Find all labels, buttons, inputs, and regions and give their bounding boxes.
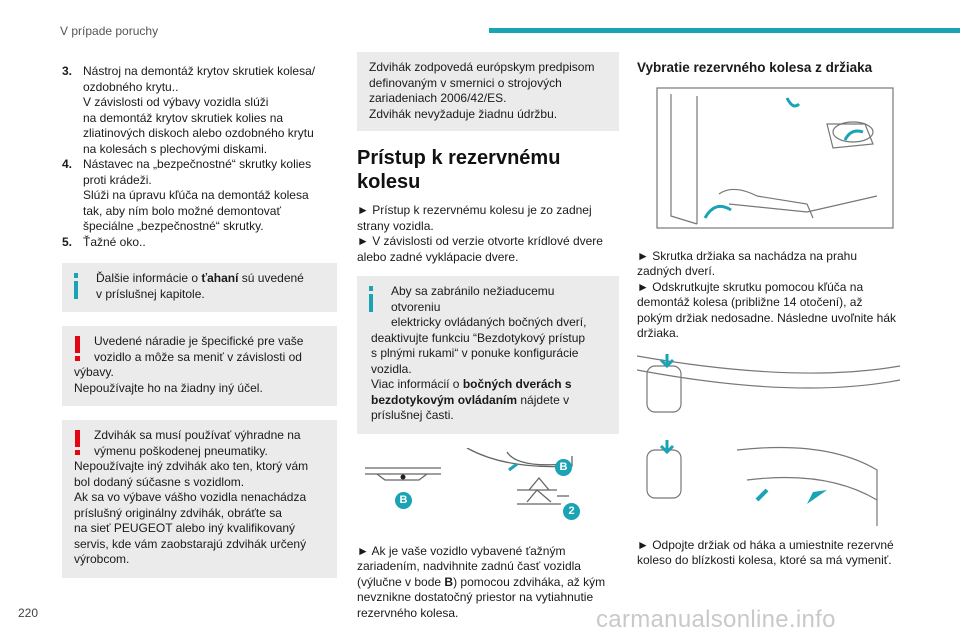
warning-box: Uvedené náradie je špecifické pre vaše v… [62,326,337,406]
para-line: ► Odskrutkujte skrutku pomocou kľúča na [637,279,864,294]
list-item: 3. Nástroj na demontáž krytov skrutiek k… [62,64,337,157]
info-box: Aby sa zabránilo nežiaducemu otvoreniu e… [357,276,619,434]
watermark: carmanualsonline.info [596,606,836,633]
jack-drawing [365,446,573,505]
info-text: Ďalšie informácie o [96,271,202,285]
para-text: ) pomocou zdviháka, až kým [453,574,606,589]
spare-wheel-illustration [637,84,900,236]
list-item: 4. Nástavec na „bezpečnostné“ skrutky ko… [62,157,337,235]
para-line: ► V závislosti od verzie otvorte krídlov… [357,234,603,248]
list-item: 5. Ťažné oko.. [62,235,337,251]
paragraph: ► Odpojte držiak od háka a umiestnite re… [637,538,900,569]
note-text: zariadeniach 2006/42/ES. [369,91,507,105]
paragraph: ► Skrutka držiaka sa nachádza na prahu z… [637,249,900,342]
column-1: 3. Nástroj na demontáž krytov skrutiek k… [62,64,337,578]
info-text: elektricky ovládaných bočných dverí, [391,315,587,329]
section-heading: Prístup k rezervnému kolesu [357,147,561,193]
para-line: rezervného kolesa. [357,605,459,620]
warning-text: Uvedené náradie je špecifické pre vaše [94,334,304,348]
para-line: držiaka. [637,326,680,340]
para-line: alebo zadné vyklápacie dvere. [357,249,519,264]
para-line: zariadením, nadvihnite zadnú časť vozidl… [357,559,581,573]
warning-text: servis, kde vám zaobstarajú zdvihák urče… [74,536,307,551]
info-text: Viac informácií o [371,377,463,391]
paragraph: ► Prístup k rezervnému kolesu je zo zadn… [357,203,619,265]
list-line: na kolesách s plechovými diskami. [83,141,268,156]
column-2: Zdvihák zodpovedá európskym predpisom de… [357,52,619,621]
info-bold: bočných dverách s [462,377,572,391]
list-line: zliatinových diskoch alebo ozdobného kry… [83,126,314,140]
warning-text: výbavy. [74,365,114,379]
para-line: pokým držiak nedosadne. Následne uvoľnit… [637,310,896,325]
warning-text: Nepoužívajte iný zdvihák ako ten, ktorý … [74,459,309,473]
info-text: sú uvedené [238,271,304,285]
warning-text: výmenu poškodenej pneumatiky. [94,443,268,458]
column-3: Vybratie rezervného kolesa z držiaka ► S… [636,60,901,569]
list-number: 5. [62,234,73,249]
list-line: Slúži na úpravu kľúča na demontáž kolesa [83,188,309,202]
info-bold: bezdotykovým ovládaním [371,392,518,407]
info-text: v príslušnej kapitole. [96,286,205,301]
page-number: 220 [18,606,39,620]
list-number: 3. [62,64,73,78]
point-b-marker: B [395,491,412,509]
list-line: V závislosti od výbavy vozidla slúži [83,95,269,109]
para-line: koleso do blízkosti kolesa, ktoré sa má … [637,553,892,567]
para-line: ► Ak je vaše vozidlo vybavené ťažným [357,543,566,558]
carrier-drawing [636,353,901,526]
para-line: ► Odpojte držiak od háka a umiestnite re… [637,537,894,552]
warning-text: vozidlo a môže sa meniť v závislosti od [94,349,302,364]
note-text: Zdvihák nevyžaduje žiadnu údržbu. [369,106,558,121]
info-bold: ťahaní [201,271,239,285]
spare-wheel-drawing [656,86,894,229]
subsection-heading: Vybratie rezervného kolesa z držiaka [637,60,873,75]
section-header: V prípade poruchy [60,24,159,38]
para-line: strany vozidla. [357,218,434,233]
jack-illustration: B B 2 [357,446,619,530]
info-text: vozidla. [371,361,412,376]
info-text: deaktivujte funkciu “Bezdotykový prístup [371,330,586,345]
para-text: (výlučne v bode [357,574,445,589]
list-line: špeciálne „bezpečnostné“ skrutky. [83,219,264,233]
header-accent-bar [489,28,960,33]
list-number: 4. [62,157,73,171]
list-line: Ťažné oko.. [83,234,146,249]
info-text: Aby sa zabránilo nežiaducemu otvoreniu [391,284,555,314]
note-text: definovaným v smernici o strojových [369,75,562,90]
info-text: príslušnej časti. [371,408,454,422]
note-text: Zdvihák zodpovedá európskym predpisom [369,60,595,74]
info-icon [74,273,78,299]
info-text: nájdete v [517,392,570,407]
info-icon [369,286,373,312]
para-line: nevznikne dostatočný priestor na vytiahn… [357,590,594,604]
list-line: Nástavec na „bezpečnostné“ skrutky kolie… [83,157,312,171]
para-line: ► Prístup k rezervnému kolesu je zo zadn… [357,203,592,217]
info-text: s plnými rukami“ v ponuke konfigurácie [371,346,579,360]
warning-text: Nepoužívajte ho na žiadny iný účel. [74,380,263,395]
warning-text: Ak sa vo výbave vášho vozidla nenachádza [74,490,307,504]
list-line: Nástroj na demontáž krytov skrutiek kole… [83,64,316,78]
point-b-marker: B [555,458,572,476]
list-line: proti krádeži. [83,172,152,187]
warning-icon [75,336,80,361]
step-2-marker: 2 [563,502,580,520]
carrier-illustration [636,350,901,526]
para-bold: B [444,574,454,589]
para-line: ► Skrutka držiaka sa nachádza na prahu [637,248,858,263]
paragraph: ► Ak je vaše vozidlo vybavené ťažným zar… [357,544,619,622]
list-line: na demontáž krytov skrutiek kolies na [83,110,284,125]
info-box: Ďalšie informácie o ťahaní sú uvedené v … [62,263,337,312]
warning-icon [75,430,80,455]
para-line: zadných dverí. [637,264,716,278]
warning-text: Zdvihák sa musí používať výhradne na [94,428,301,442]
warning-text: výrobcom. [74,552,130,566]
list-line: ozdobného krytu.. [83,79,179,94]
warning-text: bol dodaný súčasne s vozidlom. [74,474,245,489]
list-line: tak, aby ním bolo možné demontovať [83,203,281,218]
warning-text: na sieť PEUGEOT alebo iný kvalifikovaný [74,521,296,535]
warning-text: príslušný originálny zdvihák, obráťte sa [74,505,282,520]
note-box: Zdvihák zodpovedá európskym predpisom de… [357,52,619,131]
para-line: demontáž kolesa (približne 14 otočení), … [637,295,863,309]
warning-box: Zdvihák sa musí používať výhradne na vým… [62,420,337,578]
